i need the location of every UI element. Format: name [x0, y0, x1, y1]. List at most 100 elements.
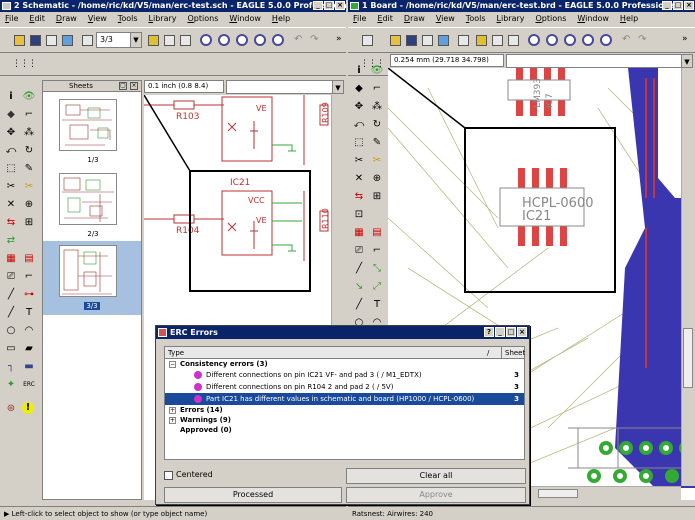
- copy-icon[interactable]: ⁂: [372, 101, 382, 112]
- print-icon[interactable]: [46, 35, 57, 46]
- board-scrollbar-vertical[interactable]: [681, 68, 695, 486]
- maximize-icon[interactable]: □: [324, 1, 334, 10]
- group-warnings[interactable]: + Warnings (9): [165, 415, 524, 425]
- erc-dialog-titlebar[interactable]: ERC Errors ? _ □ ×: [156, 326, 529, 339]
- menu-file[interactable]: File: [353, 14, 367, 23]
- menu-window[interactable]: Window: [577, 14, 609, 23]
- maximize-icon[interactable]: □: [673, 1, 683, 10]
- add-icon[interactable]: ⊕: [372, 173, 382, 184]
- move-icon[interactable]: ✥: [354, 101, 364, 112]
- minimize-icon[interactable]: _: [662, 1, 672, 10]
- cam-icon[interactable]: [438, 35, 449, 46]
- circle-icon[interactable]: ○: [6, 325, 16, 336]
- smash-icon[interactable]: ⎚: [355, 245, 363, 256]
- bus-icon[interactable]: ┐: [7, 361, 15, 372]
- mark-icon[interactable]: ⌐: [24, 109, 34, 120]
- group-icon[interactable]: ⬚: [6, 163, 16, 174]
- change-icon[interactable]: ✎: [24, 163, 34, 174]
- close-icon[interactable]: ×: [684, 1, 694, 10]
- float-icon[interactable]: ▢: [119, 82, 127, 90]
- list-item[interactable]: Different connections on pin R104 2 and …: [165, 381, 524, 393]
- sheet-thumbnail-1[interactable]: [59, 99, 117, 151]
- menu-options[interactable]: Options: [187, 14, 219, 23]
- script-icon[interactable]: [164, 35, 175, 46]
- mirror-icon[interactable]: ⤺: [353, 119, 365, 130]
- replace-icon[interactable]: ⊞: [24, 217, 34, 228]
- info-icon[interactable]: i: [9, 91, 13, 102]
- clear-all-button[interactable]: Clear all: [346, 468, 526, 484]
- cut-icon[interactable]: ✂: [24, 181, 34, 192]
- close-icon[interactable]: ×: [130, 82, 138, 90]
- group-approved[interactable]: Approved (0): [165, 425, 524, 435]
- maximize-icon[interactable]: □: [506, 327, 516, 337]
- scrollbar-thumb[interactable]: [538, 489, 578, 498]
- lock-icon[interactable]: ⊡: [354, 209, 364, 220]
- help-icon[interactable]: ?: [484, 327, 494, 337]
- change-icon[interactable]: ✎: [372, 137, 382, 148]
- zoom-in-icon[interactable]: [546, 34, 558, 46]
- minimize-icon[interactable]: _: [495, 327, 505, 337]
- use-icon[interactable]: [476, 35, 487, 46]
- menu-view[interactable]: View: [87, 14, 107, 23]
- text-icon[interactable]: T: [25, 307, 33, 318]
- save-icon[interactable]: [406, 35, 417, 46]
- value-icon[interactable]: ▤: [24, 253, 34, 264]
- rotate-icon[interactable]: ↻: [372, 119, 382, 130]
- arc-icon[interactable]: ◠: [24, 325, 34, 336]
- close-icon[interactable]: ×: [517, 327, 527, 337]
- undo-icon[interactable]: ↶: [622, 34, 631, 45]
- command-input[interactable]: ▼: [506, 54, 693, 68]
- menu-draw[interactable]: Draw: [55, 14, 77, 23]
- paste-icon[interactable]: ✂: [354, 155, 364, 166]
- sheet-select[interactable]: 3/3 ▼: [96, 32, 142, 48]
- menu-edit[interactable]: Edit: [29, 14, 45, 23]
- gateswap-icon[interactable]: ⇄: [6, 235, 16, 246]
- name-icon[interactable]: ▦: [354, 227, 364, 238]
- erc-icon[interactable]: ERC: [23, 381, 35, 388]
- paste-icon[interactable]: ✂: [6, 181, 16, 192]
- menu-draw[interactable]: Draw: [403, 14, 425, 23]
- info-icon[interactable]: i: [357, 65, 361, 76]
- display-icon[interactable]: ◆: [355, 83, 363, 94]
- menu-options[interactable]: Options: [535, 14, 567, 23]
- arc-icon[interactable]: ◠: [372, 317, 382, 328]
- save-icon[interactable]: [30, 35, 41, 46]
- layer-icon[interactable]: [362, 35, 373, 46]
- zoom-redraw-icon[interactable]: [254, 34, 266, 46]
- rotate-icon[interactable]: ↻: [24, 145, 34, 156]
- wire-icon[interactable]: ╱: [7, 307, 15, 318]
- menu-library[interactable]: Library: [496, 14, 525, 23]
- menu-library[interactable]: Library: [148, 14, 177, 23]
- pinswap-icon[interactable]: ⇆: [354, 191, 364, 202]
- list-item[interactable]: Different connections on pin IC21 VF- an…: [165, 369, 524, 381]
- approve-button[interactable]: Approve: [346, 487, 526, 503]
- group-errors[interactable]: + Errors (14): [165, 405, 524, 415]
- replace-icon[interactable]: ⊞: [372, 191, 382, 202]
- menu-help[interactable]: Help: [619, 14, 639, 23]
- mirror-icon[interactable]: ⤺: [5, 145, 17, 156]
- zoom-select-icon[interactable]: [600, 34, 612, 46]
- delete-icon[interactable]: ✕: [354, 173, 364, 184]
- erc-error-list[interactable]: Type / Sheet − Consistency errors (3) Di…: [164, 346, 525, 460]
- miter-icon[interactable]: ⌐: [372, 245, 382, 256]
- show-icon[interactable]: 👁: [22, 91, 36, 102]
- zoom-in-icon[interactable]: [218, 34, 230, 46]
- scrollbar-thumb[interactable]: [683, 328, 693, 388]
- rect-icon[interactable]: ▭: [6, 343, 16, 354]
- expand-icon[interactable]: +: [169, 407, 176, 414]
- cam-icon[interactable]: [62, 35, 73, 46]
- split-icon[interactable]: ╱: [355, 263, 363, 274]
- expand-icon[interactable]: +: [169, 417, 176, 424]
- undo-icon[interactable]: ↶: [294, 34, 303, 45]
- move-icon[interactable]: ✥: [6, 127, 16, 138]
- value-icon[interactable]: ▤: [372, 227, 382, 238]
- board-titlebar[interactable]: 1 Board - /home/ric/kd/V5/man/erc-test.b…: [348, 0, 695, 12]
- menu-help[interactable]: Help: [271, 14, 291, 23]
- open-icon[interactable]: [14, 35, 25, 46]
- zoom-select-icon[interactable]: [272, 34, 284, 46]
- route-icon[interactable]: ↘: [354, 281, 364, 292]
- script-icon[interactable]: [492, 35, 503, 46]
- pinswap-icon[interactable]: ⇆: [6, 217, 16, 228]
- print-icon[interactable]: [422, 35, 433, 46]
- group-icon[interactable]: ⬚: [354, 137, 364, 148]
